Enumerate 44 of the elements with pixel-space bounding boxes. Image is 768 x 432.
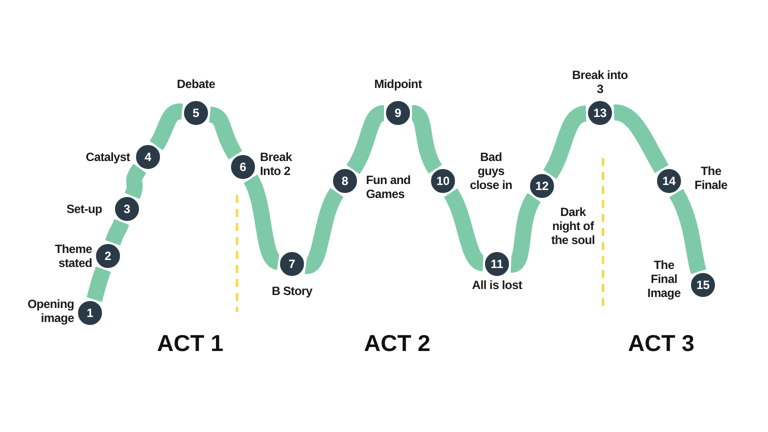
wave-segment — [304, 188, 344, 274]
beat-label: Break Into 2 — [260, 150, 293, 178]
beat-number-circle: 4 — [134, 143, 162, 171]
beat-number-circle: 10 — [429, 167, 457, 195]
wave-segment — [669, 189, 706, 274]
beat-label: The Final Image — [646, 258, 682, 300]
beat-label: Midpoint — [373, 77, 423, 91]
beat-label: All is lost — [470, 278, 524, 292]
wave-segment — [86, 266, 111, 302]
beat-number-circle: 5 — [182, 99, 210, 127]
beat-number-circle: 2 — [94, 242, 122, 270]
wave-segment — [444, 188, 486, 271]
beat-number-circle: 11 — [483, 250, 511, 278]
act-heading: ACT 2 — [364, 330, 430, 357]
beat-number-circle: 8 — [331, 167, 359, 195]
wave-segment — [543, 106, 588, 179]
beat-label: B Story — [270, 284, 314, 298]
beat-number-circle: 15 — [689, 271, 717, 299]
beat-number-circle: 13 — [586, 99, 614, 127]
beat-label: Opening image — [26, 297, 74, 325]
wave-segment — [410, 105, 442, 174]
beat-label: Break into 3 — [571, 68, 629, 96]
beat-number-circle: 9 — [384, 99, 412, 127]
wave-segment — [346, 105, 386, 174]
act-heading: ACT 1 — [157, 330, 224, 357]
beat-label: Debate — [176, 77, 216, 91]
act-heading: ACT 3 — [628, 330, 694, 357]
beat-label: The Finale — [694, 164, 728, 192]
beat-label: Set-up — [65, 202, 102, 216]
wave-segment — [124, 164, 146, 199]
beat-number-circle: 3 — [113, 195, 141, 223]
beat-number-circle: 14 — [655, 167, 683, 195]
beat-number-circle: 6 — [229, 153, 257, 181]
beat-label: Fun and Games — [366, 173, 412, 201]
beat-number-circle: 7 — [278, 250, 306, 278]
beat-label: Catalyst — [84, 150, 130, 164]
wave-segment — [105, 218, 130, 246]
beat-label: Dark night of the soul — [550, 205, 596, 247]
beat-label: Theme stated — [54, 242, 92, 270]
beat-number-circle: 12 — [528, 172, 556, 200]
wave-segment — [510, 194, 542, 273]
beat-label: Bad guys close in — [468, 150, 514, 192]
beat-number-circle: 1 — [76, 299, 104, 327]
wave-segment — [243, 175, 282, 270]
